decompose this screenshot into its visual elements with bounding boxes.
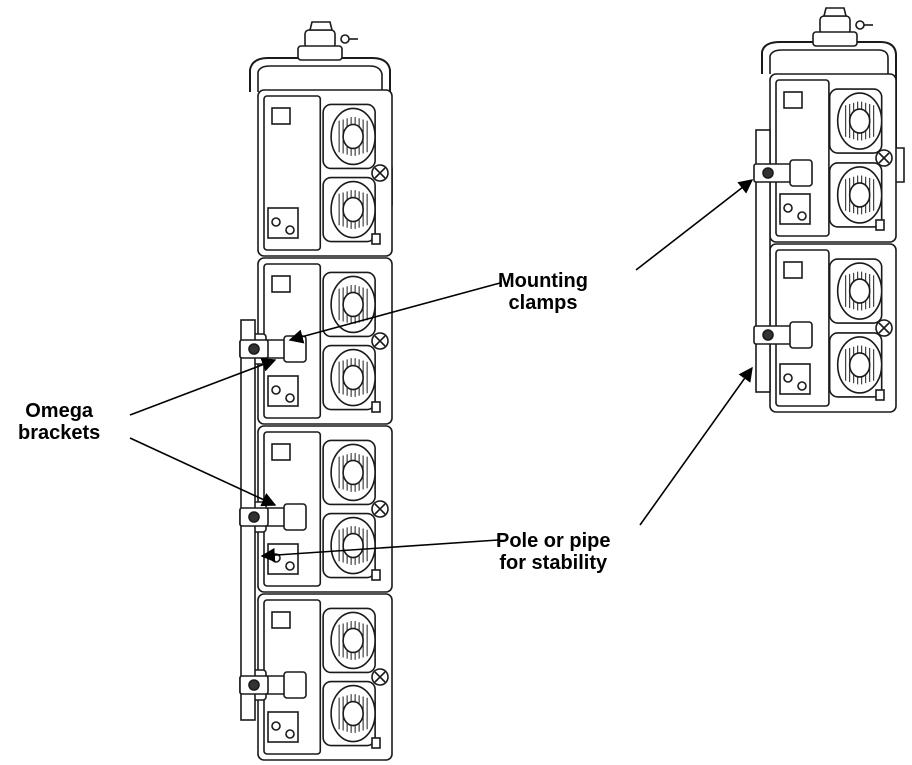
right-fixture-1-upper-lamp-icon <box>828 88 883 154</box>
left-fixture-2-upper-lamp-icon <box>322 271 376 338</box>
arrow-mounting-to-left-clamp <box>288 282 501 344</box>
label-mounting-clamps-line2: clamps <box>508 292 578 314</box>
right-fixture-1 <box>769 73 897 243</box>
left-fixture-3-lower-lamp-icon <box>322 512 376 579</box>
left-mounting-clamp-3 <box>239 675 269 695</box>
right-mounting-clamp-1 <box>753 159 813 187</box>
arrow-pole-to-right-pole <box>639 366 753 526</box>
left-fixture-1 <box>257 89 393 257</box>
arrow-pole-to-left-pole <box>260 539 499 563</box>
arrow-omega-to-upper-bracket <box>129 357 277 416</box>
left-fixture-2 <box>257 257 393 425</box>
left-fixture-1-upper-lamp-icon <box>322 103 376 170</box>
left-fixture-2-lower-lamp-icon <box>322 344 376 411</box>
left-fixture-4-lower-lamp-icon <box>322 680 376 747</box>
right-mounting-clamp-2 <box>753 321 813 349</box>
right-top-clamp-icon <box>812 7 873 47</box>
right-fixture-2-upper-lamp-icon <box>828 258 883 324</box>
label-mounting-clamps: Mounting clamps <box>498 270 588 314</box>
left-fixture-3-upper-lamp-icon <box>322 439 376 506</box>
label-omega-brackets: Omega brackets <box>18 400 100 444</box>
right-fixture-1-lower-lamp-icon <box>828 162 883 228</box>
label-pole-or-pipe-line1: Pole or pipe <box>496 530 611 552</box>
right-fixture-2 <box>769 243 897 413</box>
left-top-clamp-icon <box>297 21 358 61</box>
arrow-omega-to-lower-bracket <box>129 437 277 507</box>
right-fixture-2-lower-lamp-icon <box>828 332 883 398</box>
left-mounting-clamp-2 <box>239 507 269 527</box>
label-pole-or-pipe-line2: for stability <box>499 552 608 574</box>
right-fixture-stack <box>753 7 905 413</box>
left-fixture-4-upper-lamp-icon <box>322 607 376 674</box>
label-pole-or-pipe: Pole or pipe for stability <box>496 530 610 574</box>
callout-arrows <box>129 179 754 563</box>
label-mounting-clamps-line1: Mounting <box>498 270 588 292</box>
arrow-mounting-to-right-clamp <box>635 179 754 271</box>
left-mounting-clamp-1 <box>239 339 269 359</box>
left-fixture-1-lower-lamp-icon <box>322 176 376 243</box>
left-fixture-stack <box>239 21 393 761</box>
label-omega-brackets-line2: brackets <box>18 422 101 444</box>
label-omega-brackets-line1: Omega <box>25 400 94 422</box>
